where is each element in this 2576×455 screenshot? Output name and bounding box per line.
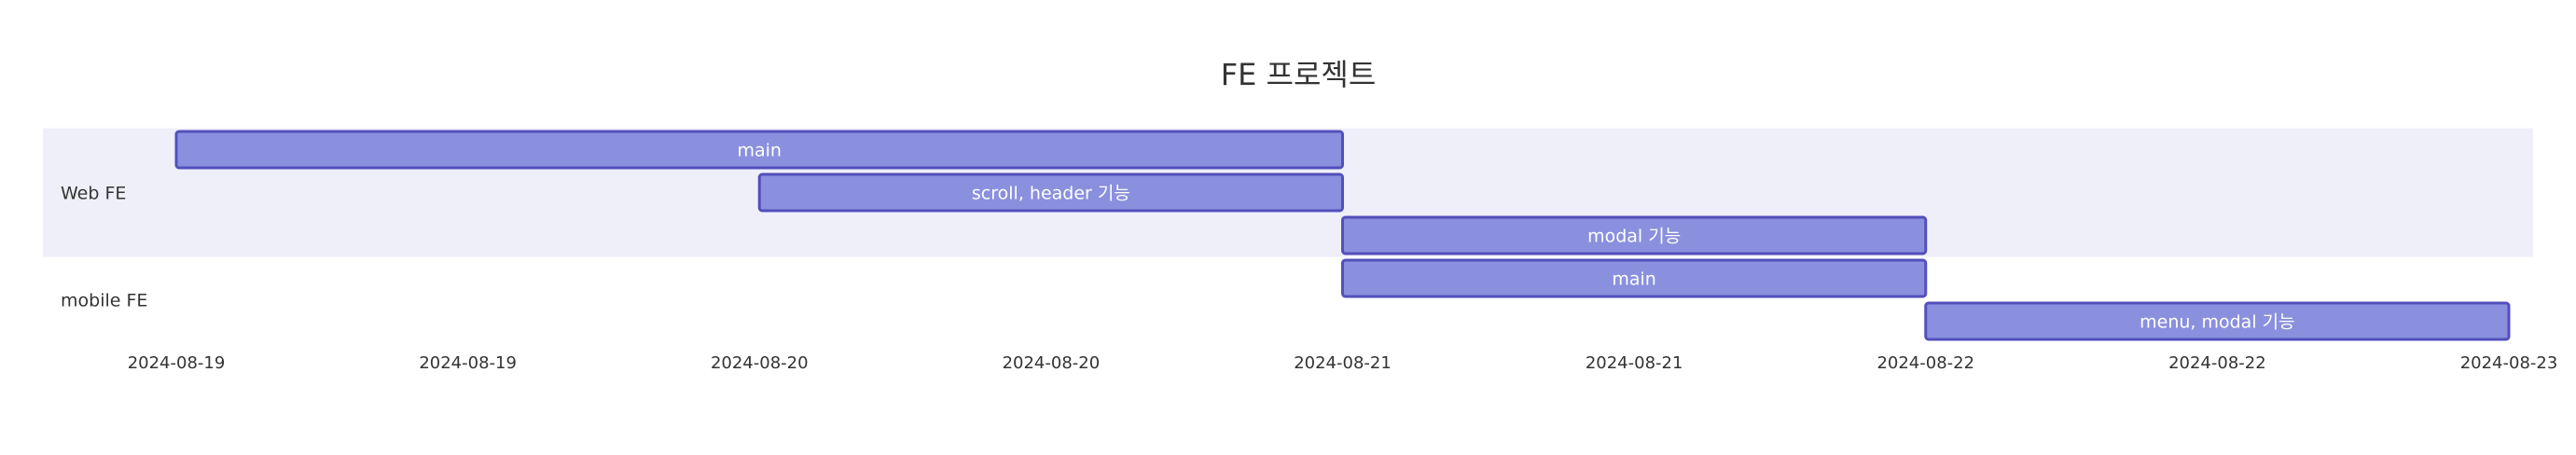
x-tick-label: 2024-08-21 [1294,353,1392,373]
section-label: mobile FE [61,291,147,311]
section-label: Web FE [61,184,126,204]
task-label: scroll, header 기능 [972,184,1130,204]
section-labels: Web FE mobile FE [61,184,147,311]
x-tick-label: 2024-08-20 [711,353,809,373]
chart-title: FE 프로젝트 [1221,57,1377,92]
x-axis-ticks: 2024-08-19 2024-08-19 2024-08-20 2024-08-20… [128,353,2558,373]
x-tick-label: 2024-08-22 [2168,353,2266,373]
task-bars: main scroll, header 기능 modal 기능 main menu, m… [174,130,2511,341]
task-label: main [1612,269,1655,290]
x-tick-label: 2024-08-23 [2460,353,2558,373]
task-label: menu, modal 기능 [2140,312,2294,333]
task-label: main [738,141,782,161]
x-tick-label: 2024-08-19 [128,353,226,373]
task-bar [1341,215,1928,255]
x-tick-label: 2024-08-20 [1003,353,1101,373]
task-bar [1924,301,2511,341]
x-tick-label: 2024-08-19 [419,353,517,373]
task-bar [757,172,1344,213]
task-bar [174,130,1344,170]
x-tick-label: 2024-08-21 [1586,353,1683,373]
task-bar [1341,258,1928,298]
task-label: modal 기능 [1587,227,1681,247]
x-tick-label: 2024-08-22 [1877,353,1974,373]
